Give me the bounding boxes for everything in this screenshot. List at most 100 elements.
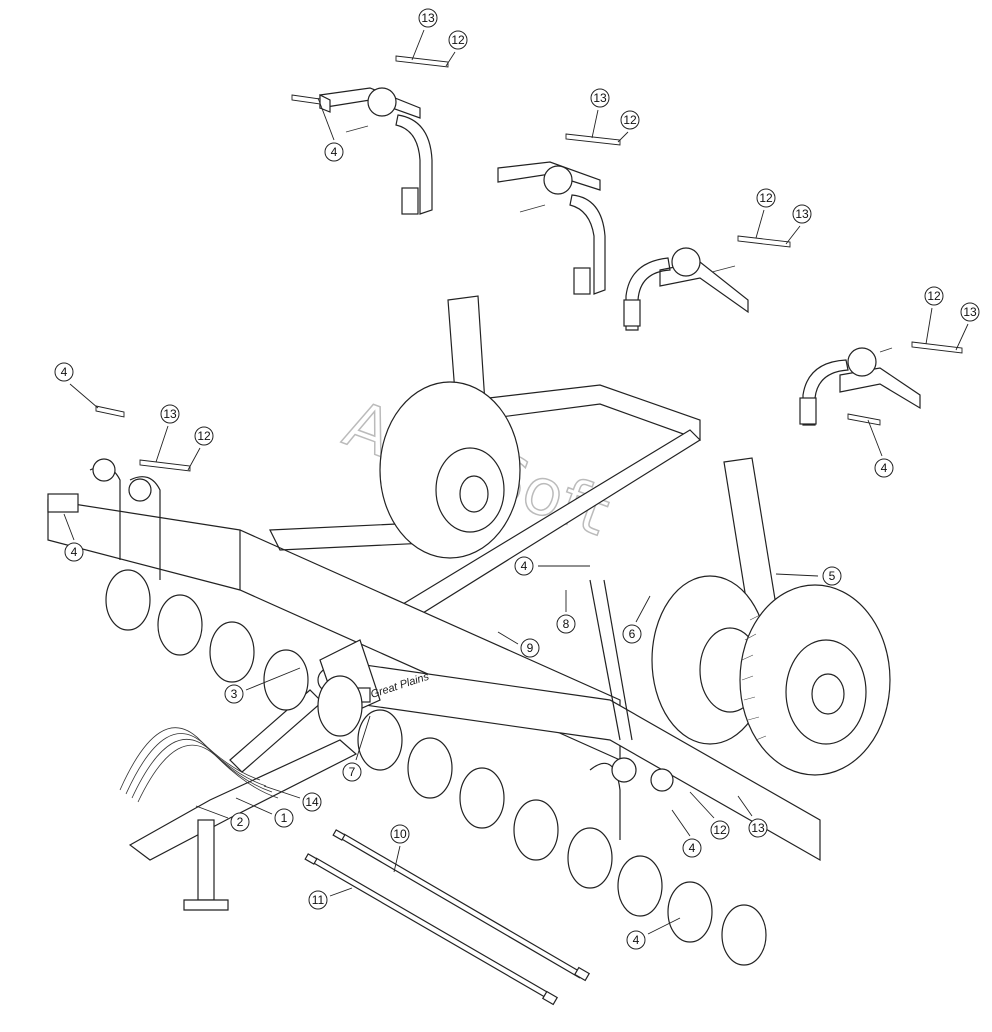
callout-number: 12 — [197, 429, 211, 443]
callout-leader — [785, 225, 801, 245]
callout-bubble — [710, 820, 730, 840]
callout-leader — [867, 419, 883, 457]
callout-bubble — [390, 824, 410, 844]
callout-number: 12 — [451, 33, 465, 47]
disc-blade — [667, 881, 713, 943]
callout-number: 8 — [563, 617, 570, 631]
callout-number: 2 — [237, 815, 244, 829]
bracket-assembly-4 — [799, 347, 921, 426]
disc-blades-rear — [357, 709, 767, 966]
callout-leader — [635, 595, 651, 623]
callout-number: 4 — [521, 559, 528, 573]
callout-bubble — [590, 88, 610, 108]
callout-number: 9 — [527, 641, 534, 655]
callout-bubble — [194, 426, 214, 446]
callout-number: 13 — [593, 91, 607, 105]
callout-number: 12 — [623, 113, 637, 127]
callout-leader — [235, 797, 273, 815]
callout-leader — [497, 631, 519, 645]
callout-leader — [955, 323, 969, 351]
callout-number: 4 — [689, 841, 696, 855]
callout-bubble — [626, 930, 646, 950]
disc-blade — [157, 594, 203, 656]
callout-leader — [617, 131, 629, 143]
callout-bubble — [302, 792, 322, 812]
callout-number: 3 — [231, 687, 238, 701]
disc-blade — [407, 737, 453, 799]
callout-leader — [187, 447, 201, 471]
callout-bubble — [622, 624, 642, 644]
disc-blade — [357, 709, 403, 771]
hose-assembly-10 — [332, 829, 591, 982]
callout-bubble — [64, 542, 84, 562]
disc-blade — [513, 799, 559, 861]
callout-number: 1 — [281, 811, 288, 825]
hose-assembly-11 — [304, 853, 559, 1006]
callout-number: 4 — [881, 461, 888, 475]
callout-number: 12 — [927, 289, 941, 303]
callout-number: 4 — [331, 145, 338, 159]
callout-bubble — [756, 188, 776, 208]
callout-bubble — [230, 812, 250, 832]
callout-number: 11 — [312, 893, 325, 907]
callout-leader — [245, 667, 301, 691]
callout-bubble — [960, 302, 980, 322]
row-unit-shanks — [47, 458, 674, 840]
callout-number: 13 — [963, 305, 977, 319]
callout-bubble — [308, 890, 328, 910]
callout-number: 7 — [349, 765, 356, 779]
disc-blade — [105, 569, 151, 631]
callout-number: 5 — [829, 569, 836, 583]
callout-leader — [355, 715, 371, 761]
bracket-assembly-1 — [291, 87, 433, 215]
callout-number: 13 — [163, 407, 177, 421]
disc-blade — [567, 827, 613, 889]
callout-leader — [155, 425, 169, 463]
callout-bubble — [874, 458, 894, 478]
callout-number: 10 — [393, 827, 407, 841]
disc-blades-front — [105, 569, 363, 737]
callout-bubble — [448, 30, 468, 50]
callout-leader — [411, 29, 425, 61]
callout-bubble — [792, 204, 812, 224]
callout-bubble — [324, 142, 344, 162]
callout-bubble — [556, 614, 576, 634]
wheel-rear-left — [379, 381, 521, 559]
callout-leader — [755, 209, 765, 239]
disc-blade — [263, 649, 309, 711]
callout-bubble — [224, 684, 244, 704]
disc-blade — [721, 904, 767, 966]
callout-bubble — [160, 404, 180, 424]
callout-leader — [195, 805, 229, 819]
callout-number: 14 — [305, 795, 319, 809]
main-frame — [47, 295, 821, 911]
callout-leader — [737, 795, 753, 817]
callout-leader — [69, 383, 99, 409]
callout-bubble — [822, 566, 842, 586]
callout-bubble — [514, 556, 534, 576]
callout-leader — [63, 513, 75, 541]
callout-leader — [689, 791, 715, 819]
callout-number: 12 — [713, 823, 727, 837]
callout-bubble — [682, 838, 702, 858]
callout-leader — [647, 917, 681, 935]
callout-number: 13 — [795, 207, 809, 221]
callout-leader — [591, 109, 599, 139]
callout-number: 12 — [759, 191, 773, 205]
disc-blade — [459, 767, 505, 829]
disc-blade — [209, 621, 255, 683]
bracket-assembly-2 — [497, 161, 606, 295]
callout-number: 4 — [61, 365, 68, 379]
callout-leader — [329, 887, 353, 897]
callout-leader — [775, 573, 819, 577]
bracket-assembly-3 — [623, 247, 749, 331]
callout-leader — [263, 785, 301, 799]
callout-number: 13 — [421, 11, 435, 25]
callout-leader — [671, 809, 691, 837]
callout-number: 4 — [633, 933, 640, 947]
callout-number: 13 — [751, 821, 765, 835]
callout-leader — [445, 51, 456, 67]
